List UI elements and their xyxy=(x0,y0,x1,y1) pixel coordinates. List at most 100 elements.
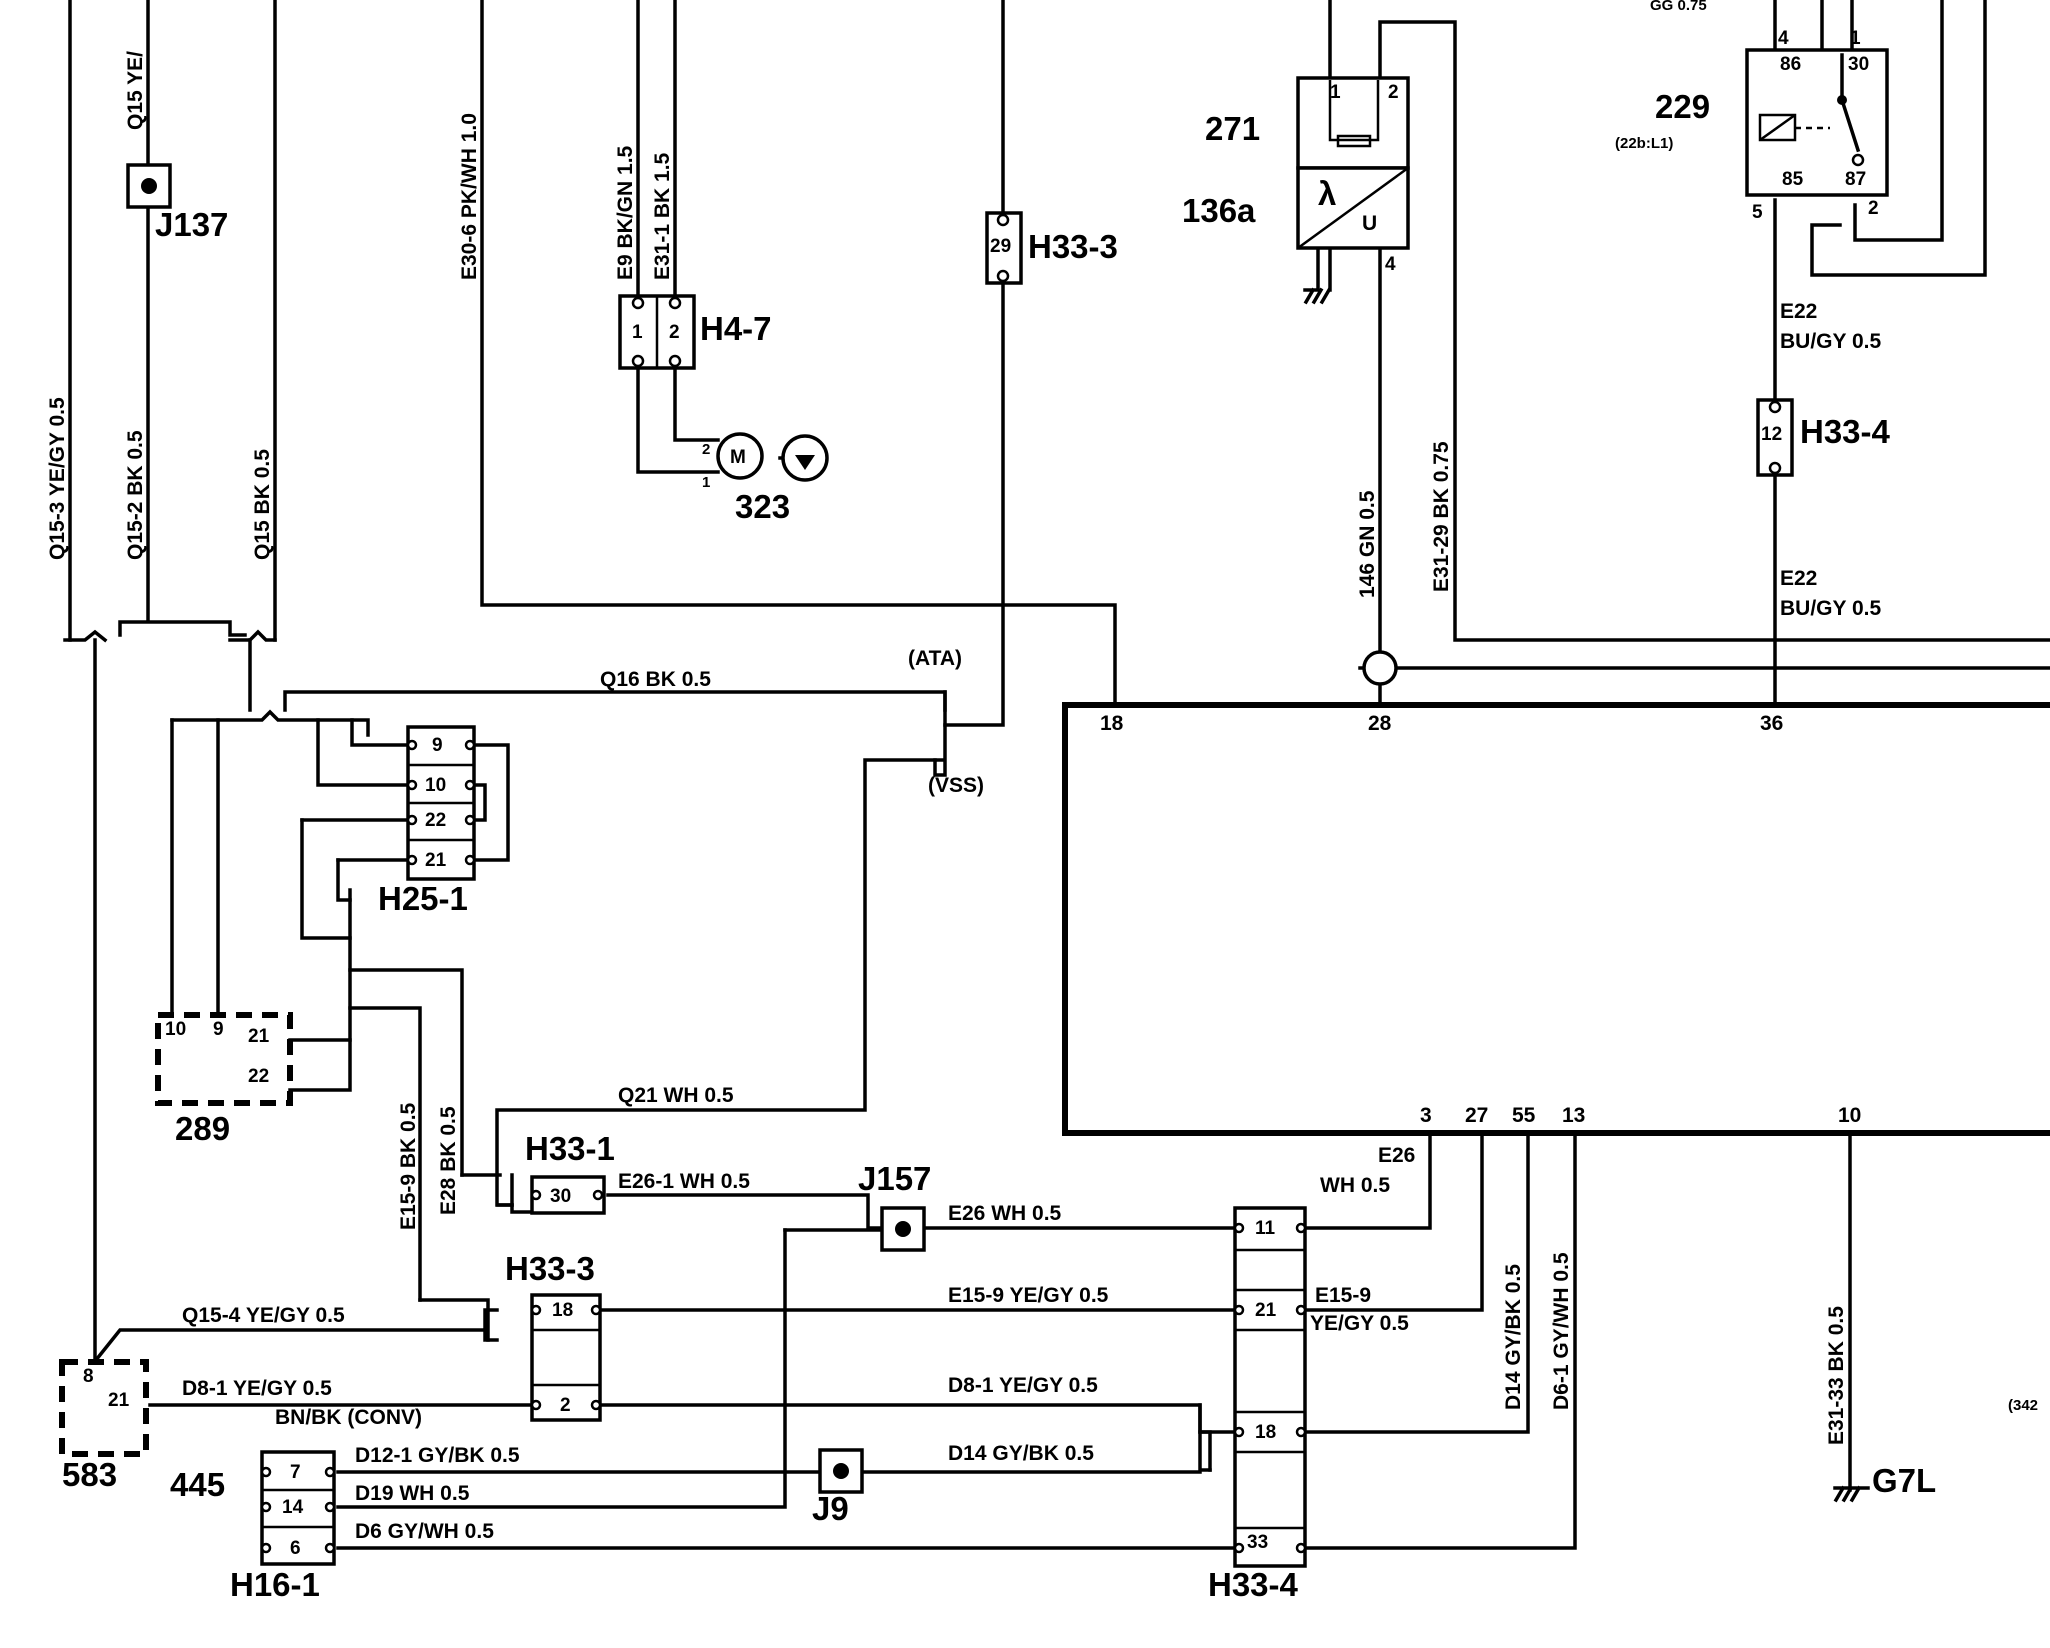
ecu-pin-18: 18 xyxy=(1100,712,1124,735)
relay-pin-86: 86 xyxy=(1780,54,1801,75)
wire-e28-label: E28 BK 0.5 xyxy=(437,1106,460,1215)
relay-pin-85: 85 xyxy=(1782,169,1804,190)
h33-4-pin-33: 33 xyxy=(1247,1532,1268,1553)
relay-pin-2: 2 xyxy=(1868,198,1879,219)
j137-dot xyxy=(141,178,157,194)
m323-pin-2: 2 xyxy=(702,441,710,458)
h16-pin-7: 7 xyxy=(290,1462,301,1483)
wire-e30-6-label: E30-6 PK/WH 1.0 xyxy=(458,113,481,280)
wire-e26-ecu-label: E26 xyxy=(1378,1144,1415,1167)
h4-7-pin-2: 2 xyxy=(669,322,680,343)
h25-1-label: H25-1 xyxy=(378,880,468,917)
h4-7-pin-1: 1 xyxy=(632,322,643,343)
relay-pin-1: 1 xyxy=(1850,28,1861,49)
wire-e15-9-r-label: E15-9 xyxy=(1315,1284,1371,1307)
component-271-label: 271 xyxy=(1205,110,1260,147)
h33-1-connector xyxy=(530,1175,606,1215)
wire-e15-9-h-label: E15-9 YE/GY 0.5 xyxy=(948,1284,1109,1307)
wire-e31-29-label: E31-29 BK 0.75 xyxy=(1430,441,1453,592)
ground-g7l-icon xyxy=(1833,1485,1870,1503)
wire-q15-3-label: Q15-3 YE/GY 0.5 xyxy=(46,397,69,560)
ecu-pin-10: 10 xyxy=(1838,1104,1861,1127)
ecu-pin-3: 3 xyxy=(1420,1104,1432,1127)
h33-4-pin-21: 21 xyxy=(1255,1300,1277,1321)
component-323-label: 323 xyxy=(735,488,790,525)
h33-4-pin-11: 11 xyxy=(1255,1218,1276,1239)
ecu-pin-13: 13 xyxy=(1562,1104,1585,1127)
wire-e22-a-color: BU/GY 0.5 xyxy=(1780,330,1881,353)
ref-342-label: (342 xyxy=(2008,1397,2038,1414)
wire-q16-label: Q16 BK 0.5 xyxy=(600,668,711,691)
component-445-label: 445 xyxy=(170,1466,225,1503)
wire-e26-1-label: E26-1 WH 0.5 xyxy=(618,1170,750,1193)
relay-229 xyxy=(1745,48,1889,197)
wire-e22-b-color: BU/GY 0.5 xyxy=(1780,597,1881,620)
component-583-label: 583 xyxy=(62,1456,117,1493)
ground-136a-icon xyxy=(1303,248,1332,305)
wire-e31-1-label: E31-1 BK 1.5 xyxy=(651,152,674,280)
motor-symbol: M xyxy=(730,447,746,468)
wire-e15-9-r-color: YE/GY 0.5 xyxy=(1310,1312,1409,1335)
h16-pin-6: 6 xyxy=(290,1538,301,1559)
wire-e22-b-label: E22 xyxy=(1780,567,1817,590)
relay-229-ref: (22b:L1) xyxy=(1615,135,1673,152)
u-symbol: U xyxy=(1362,212,1377,235)
h25-1-pins xyxy=(406,739,476,866)
h33-1-label: H33-1 xyxy=(525,1130,615,1167)
wire-d8-1-left-label: D8-1 YE/GY 0.5 xyxy=(182,1377,332,1400)
h16-pin-14: 14 xyxy=(282,1497,304,1518)
component-289 xyxy=(155,1012,293,1106)
c289-pin-22: 22 xyxy=(248,1066,269,1087)
g7l-label: G7L xyxy=(1872,1462,1936,1499)
c289-pin-9: 9 xyxy=(213,1019,224,1040)
h25-pin-21: 21 xyxy=(425,850,447,871)
h25-pin-22: 22 xyxy=(425,810,446,831)
ecu-pin-27: 27 xyxy=(1465,1104,1488,1127)
wire-d8-1-right-label: D8-1 YE/GY 0.5 xyxy=(948,1374,1098,1397)
wire-e9-label: E9 BK/GN 1.5 xyxy=(614,145,637,280)
c271-pin-1: 1 xyxy=(1330,82,1341,103)
c271-pin-2: 2 xyxy=(1388,82,1399,103)
wire-e26-label: E26 WH 0.5 xyxy=(948,1202,1062,1225)
wire-q21-label: Q21 WH 0.5 xyxy=(618,1084,734,1107)
h4-7-label: H4-7 xyxy=(700,310,772,347)
j157-splice xyxy=(880,1206,926,1252)
vss-label: (VSS) xyxy=(928,774,984,797)
h33-3-mid-label: H33-3 xyxy=(505,1250,595,1287)
wire-d6-label: D6 GY/WH 0.5 xyxy=(355,1520,494,1543)
relay-pin-4: 4 xyxy=(1778,28,1789,49)
h16-1-label: H16-1 xyxy=(230,1566,320,1603)
ecu-pin-36: 36 xyxy=(1760,712,1783,735)
m323-pin-1: 1 xyxy=(702,474,710,491)
wire-e26-ecu-color: WH 0.5 xyxy=(1320,1174,1390,1197)
h25-pin-10: 10 xyxy=(425,775,446,796)
pump-arrow-icon xyxy=(795,455,815,470)
j9-label: J9 xyxy=(812,1490,849,1527)
wire-d14-vert-label: D14 GY/BK 0.5 xyxy=(1502,1264,1525,1410)
wires xyxy=(63,0,2050,1550)
component-289-label: 289 xyxy=(175,1110,230,1147)
c583-pin-8: 8 xyxy=(83,1366,94,1387)
ecu-pin-28: 28 xyxy=(1368,712,1392,735)
wire-q15-top-label: Q15 YE/ xyxy=(124,51,147,130)
h33-3-mid-pin-2: 2 xyxy=(560,1395,571,1416)
relay-pin-87: 87 xyxy=(1845,169,1866,190)
wire-e15-9-vert-label: E15-9 BK 0.5 xyxy=(397,1102,420,1230)
h33-3-top-label: H33-3 xyxy=(1028,228,1118,265)
component-583 xyxy=(59,1359,149,1457)
h33-3-mid-pin-18: 18 xyxy=(552,1300,573,1321)
h33-4-top-label: H33-4 xyxy=(1800,413,1891,450)
wire-e22-a-label: E22 xyxy=(1780,300,1817,323)
h33-4-bottom-connector xyxy=(1233,1206,1307,1568)
h33-4-pin-18: 18 xyxy=(1255,1422,1276,1443)
wire-top-partial-label: GG 0.75 xyxy=(1650,0,1707,14)
h33-4-top-pin-12: 12 xyxy=(1761,424,1782,445)
component-136a-label: 136a xyxy=(1182,192,1256,229)
h33-3-mid-connector xyxy=(530,1293,602,1422)
component-271 xyxy=(1296,76,1410,170)
c583-pin-21: 21 xyxy=(108,1390,130,1411)
wire-bn-bk-label: BN/BK (CONV) xyxy=(275,1406,422,1429)
wire-d19-label: D19 WH 0.5 xyxy=(355,1482,470,1505)
j137-splice xyxy=(126,163,172,209)
